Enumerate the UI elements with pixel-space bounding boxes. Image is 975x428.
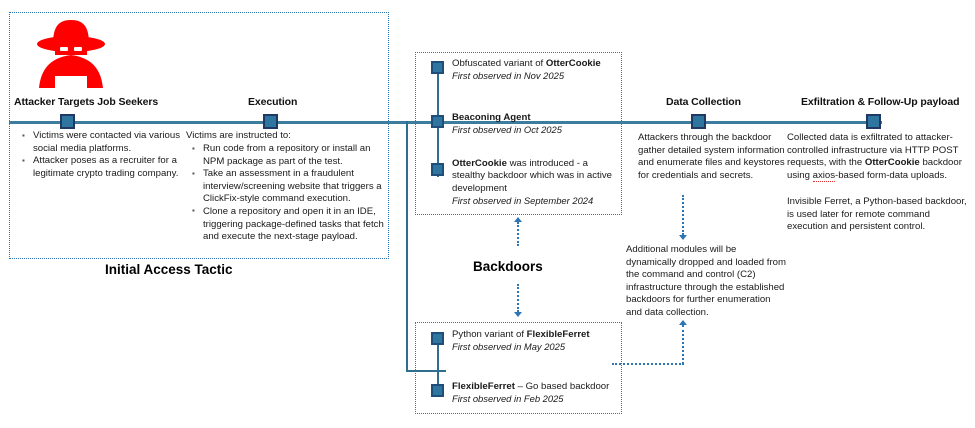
node-title-bold: FlexibleFerret xyxy=(526,329,590,340)
phase-title-exfiltration: Exfiltration & Follow-Up payload xyxy=(801,96,960,108)
exfil-text-bold: OtterCookie xyxy=(864,157,920,169)
timeline-marker-execution[interactable] xyxy=(263,114,278,129)
data-collection-note: Additional modules will be dynamically d… xyxy=(626,244,786,318)
phase-title-execution: Execution xyxy=(248,96,298,108)
timeline-marker-data-collection[interactable] xyxy=(691,114,706,129)
list-item: Victims were contacted via various socia… xyxy=(22,129,182,155)
data-collection-note-arrow-line xyxy=(682,195,684,235)
backdoor-node-title: OtterCookie was introduced - a stealthy … xyxy=(452,158,618,195)
spy-hacker-icon xyxy=(31,18,111,90)
backdoor-node-observed: First observed in September 2024 xyxy=(452,195,594,207)
backdoors-section-label: Backdoors xyxy=(473,259,543,274)
timeline-right xyxy=(617,121,882,124)
node-title-prefix: Python variant of xyxy=(452,329,527,340)
execution-intro: Victims are instructed to: xyxy=(186,130,291,141)
backdoor-node-ottercookie-intro: OtterCookie was introduced - a stealthy … xyxy=(452,158,618,207)
list-item: Attacker poses as a recruiter for a legi… xyxy=(22,155,182,180)
exfiltration-paragraph-2: Invisible Ferret, a Python-based backdoo… xyxy=(787,196,967,233)
backdoors-arrow-up-line xyxy=(517,222,519,246)
backdoor-node-obfuscated-ottercookie: Obfuscated variant of OtterCookie First … xyxy=(452,58,618,82)
backdoor-node-title: Beaconing Agent xyxy=(452,112,618,124)
data-collection-note-arrow-head xyxy=(679,235,687,240)
backdoor-node-beaconing-agent: Beaconing Agent First observed in Oct 20… xyxy=(452,112,618,136)
backdoor-node-marker-obfuscated-ottercookie[interactable] xyxy=(431,61,444,74)
exfiltration-paragraph-1: Collected data is exfiltrated to attacke… xyxy=(787,132,967,182)
node-title-bold: FlexibleFerret xyxy=(452,381,515,392)
backdoor-node-observed: First observed in May 2025 xyxy=(452,341,566,353)
initial-access-container xyxy=(9,12,389,259)
node-title-bold: OtterCookie xyxy=(452,158,507,169)
phase-title-attacker-targets: Attacker Targets Job Seekers xyxy=(14,96,159,108)
node-title-suffix: was introduced - a stealthy backdoor whi… xyxy=(452,158,612,194)
backdoor-node-observed: First observed in Nov 2025 xyxy=(452,70,565,82)
node-title-bold: OtterCookie xyxy=(545,58,601,69)
backdoor-node-observed: First observed in Feb 2025 xyxy=(452,393,564,405)
flexibleferret-to-modules-horizontal xyxy=(612,363,684,365)
node-title-suffix: – Go based backdoor xyxy=(514,381,610,392)
flexibleferret-to-modules-arrow-head xyxy=(679,320,687,325)
timeline-left xyxy=(9,121,619,124)
backdoor-node-title: Obfuscated variant of OtterCookie xyxy=(452,58,618,70)
backdoor-node-observed: First observed in Oct 2025 xyxy=(452,124,562,136)
node-title-prefix: Obfuscated variant of xyxy=(452,58,546,69)
backdoors-bottom-spine xyxy=(437,338,439,390)
flexibleferret-to-modules-vertical xyxy=(682,325,684,364)
backdoor-node-marker-ottercookie-intro[interactable] xyxy=(431,163,444,176)
attacker-targets-bullets: Victims were contacted via various socia… xyxy=(22,129,182,180)
backdoors-bottom-container xyxy=(415,322,622,414)
timeline-branch-to-flexibleferret xyxy=(406,370,446,372)
timeline-marker-attacker-targets[interactable] xyxy=(60,114,75,129)
backdoors-top-container xyxy=(415,52,622,215)
timeline-marker-exfiltration[interactable] xyxy=(866,114,881,129)
backdoor-node-title: Python variant of FlexibleFerret xyxy=(452,329,618,341)
timeline-branch-down xyxy=(406,121,408,371)
exfil-text-c: -based form-data uploads. xyxy=(835,169,948,181)
exfil-text-a: Collected data is exfiltrated to attacke… xyxy=(787,132,959,169)
execution-bullets: Run code from a repository or install an… xyxy=(192,142,388,244)
node-title-bold: Beaconing Agent xyxy=(452,112,531,123)
backdoor-node-marker-beaconing-agent[interactable] xyxy=(431,115,444,128)
backdoors-arrow-up-head xyxy=(514,217,522,222)
list-item: Take an assessment in a fraudulent inter… xyxy=(192,168,388,206)
backdoors-arrow-down-line xyxy=(517,284,519,312)
list-item: Clone a repository and open it in an IDE… xyxy=(192,205,388,244)
data-collection-paragraph: Attackers through the backdoor gather de… xyxy=(638,132,785,181)
phase-title-data-collection: Data Collection xyxy=(666,96,741,108)
backdoor-node-marker-flexibleferret-go[interactable] xyxy=(431,384,444,397)
backdoor-node-marker-python-flexibleferret[interactable] xyxy=(431,332,444,345)
initial-access-section-label: Initial Access Tactic xyxy=(105,262,233,277)
exfil-text-axios: axios xyxy=(812,169,836,182)
list-item: Run code from a repository or install an… xyxy=(192,142,388,168)
exfil-text-b: backdoor using xyxy=(787,157,962,181)
backdoors-arrow-down-head xyxy=(514,312,522,317)
backdoor-node-flexibleferret-go: FlexibleFerret – Go based backdoor First… xyxy=(452,381,618,405)
backdoor-node-title: FlexibleFerret – Go based backdoor xyxy=(452,381,618,393)
backdoor-node-python-flexibleferret: Python variant of FlexibleFerret First o… xyxy=(452,329,618,353)
